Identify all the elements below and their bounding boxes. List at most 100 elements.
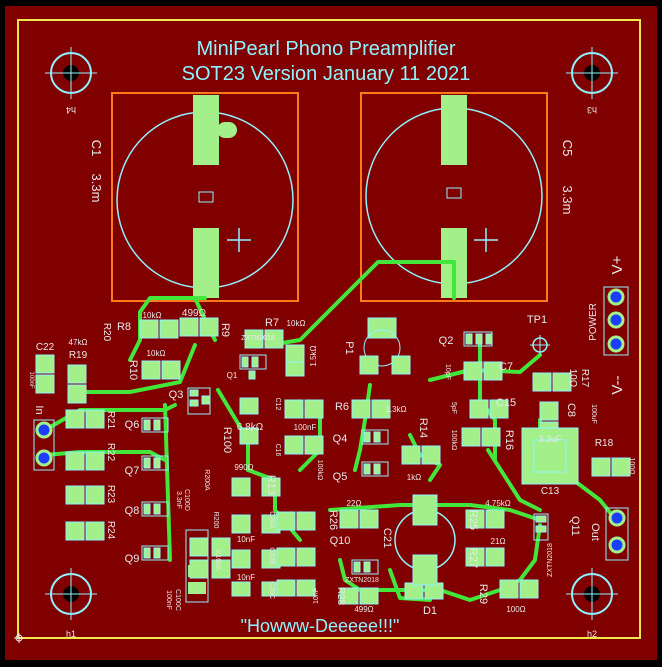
label-c7: C7: [499, 361, 513, 373]
label-r18v: 100Ω: [628, 458, 635, 475]
label-r22: R22: [105, 443, 116, 462]
q10: [351, 559, 379, 575]
label-r21: R21: [105, 411, 116, 430]
hole-label-h2: h2: [587, 629, 597, 639]
label-c30: 100kΩ: [316, 460, 323, 480]
label-c100dv: 3.3nF: [175, 491, 182, 509]
q9: [141, 545, 169, 561]
power-label: POWER: [588, 303, 599, 341]
hole-label-h3: h3: [587, 105, 597, 115]
label-c7v: 10pF: [444, 364, 451, 380]
capacitor-c1: [111, 92, 299, 302]
smd-footprints: [35, 317, 631, 605]
title-line-2: SOT23 Version January 11 2021: [182, 63, 471, 85]
q3: [187, 387, 211, 415]
q2: [463, 331, 493, 347]
component-labels: R8 10kΩ 499Ω R9 R7 10kΩ 1.5kΩ ZXTN2018 Q…: [28, 308, 635, 617]
label-q10: Q10: [330, 535, 351, 547]
q11: [533, 513, 549, 541]
output-connector: [605, 507, 629, 561]
label-c100d: C100D: [183, 489, 190, 511]
label-r6: R6: [335, 401, 349, 413]
label-r18: R18: [595, 438, 614, 449]
label-c20a: C20A: [268, 511, 275, 529]
label-r25: R25: [467, 510, 479, 530]
label-r20: R20: [101, 323, 112, 342]
label-c20av: 10nF: [237, 535, 255, 544]
input-connector: [33, 419, 55, 471]
copper-pour: [5, 6, 657, 660]
label-q2: Q2: [439, 335, 454, 347]
label-r16: R16: [503, 430, 515, 450]
hole-label-h4: h4: [66, 105, 76, 115]
label-r17v: 10Ω: [567, 369, 578, 388]
c1-ref: C1: [89, 140, 104, 157]
label-r200a: R200A: [203, 469, 210, 491]
mounting-hole-h3: h3: [566, 47, 618, 115]
label-c20c: C20C: [268, 581, 275, 599]
label-r28: R28: [335, 587, 346, 606]
label-r200: R200: [212, 512, 219, 529]
label-r23: R23: [105, 485, 116, 504]
input-label: In: [33, 405, 45, 414]
label-q11: Q11: [569, 516, 581, 536]
label-c20b: C20B: [268, 547, 275, 565]
q1: [239, 354, 267, 380]
label-zxtn: ZXTN2018: [241, 335, 275, 342]
label-q4: Q4: [333, 433, 348, 445]
label-d1: D1: [423, 605, 437, 617]
label-zxtn2: ZXTN2018: [345, 577, 379, 584]
c1-value: 3.3m: [89, 174, 104, 203]
label-r10v: 10kΩ: [147, 349, 166, 358]
label-r16v: 100kΩ: [450, 430, 457, 450]
mounting-hole-h2: h2: [566, 568, 618, 639]
q5: [361, 461, 389, 477]
label-c100a: C100A: [214, 549, 221, 571]
label-r9: R9: [219, 323, 231, 337]
label-q8: Q8: [125, 505, 140, 517]
label-c8v: 100uF: [590, 404, 597, 424]
label-q3: Q3: [169, 389, 184, 401]
label-r13: R13: [265, 475, 277, 495]
label-q9: Q9: [125, 553, 140, 565]
label-r14v: 1kΩ: [407, 473, 421, 482]
label-r7v: 10kΩ: [287, 319, 306, 328]
label-r7: R7: [265, 317, 279, 329]
label-r14: R14: [417, 418, 429, 438]
label-c13: C13: [541, 486, 560, 497]
testpoint-tp1: [530, 335, 550, 355]
label-c22v: 100nF: [28, 371, 34, 388]
label-r19v: 47kΩ: [69, 338, 88, 347]
q6: [141, 417, 169, 433]
label-c8: C8: [565, 403, 577, 417]
label-r17: R17: [579, 369, 590, 388]
sot23-transistors: [141, 331, 549, 575]
capacitor-c5: [360, 92, 548, 302]
label-c12: C12: [274, 398, 281, 411]
label-r27v: 21Ω: [491, 537, 506, 546]
c5-ref: C5: [560, 140, 575, 157]
label-q6: Q6: [125, 419, 140, 431]
title-line-1: MiniPearl Phono Preamplifier: [196, 38, 455, 60]
label-r6v: 1.3kΩ: [385, 405, 406, 414]
label-c20bv: 10nF: [237, 573, 255, 582]
label-r26: R26: [327, 510, 339, 530]
trimmer-p1: [359, 317, 411, 375]
label-r29v: 100Ω: [506, 605, 525, 614]
hole-label-h1: h1: [66, 629, 76, 639]
output-label: Out: [589, 523, 601, 541]
label-c21: C21: [381, 528, 393, 548]
label-c15v: 5pF: [450, 402, 457, 414]
label-r100v: 6.8kΩ: [237, 422, 264, 433]
q4: [361, 429, 389, 445]
label-c12v: 100nF: [294, 423, 317, 432]
label-r13v: 990Ω: [234, 463, 253, 472]
label-r25v: 4.75kΩ: [485, 499, 511, 508]
label-r26v: 22Ω: [347, 499, 362, 508]
label-q1: Q1: [227, 371, 238, 380]
label-c15: C15: [496, 397, 516, 409]
label-p1: P1: [343, 341, 355, 354]
mounting-hole-h4: h4: [45, 47, 97, 115]
board-outline: [17, 19, 641, 639]
